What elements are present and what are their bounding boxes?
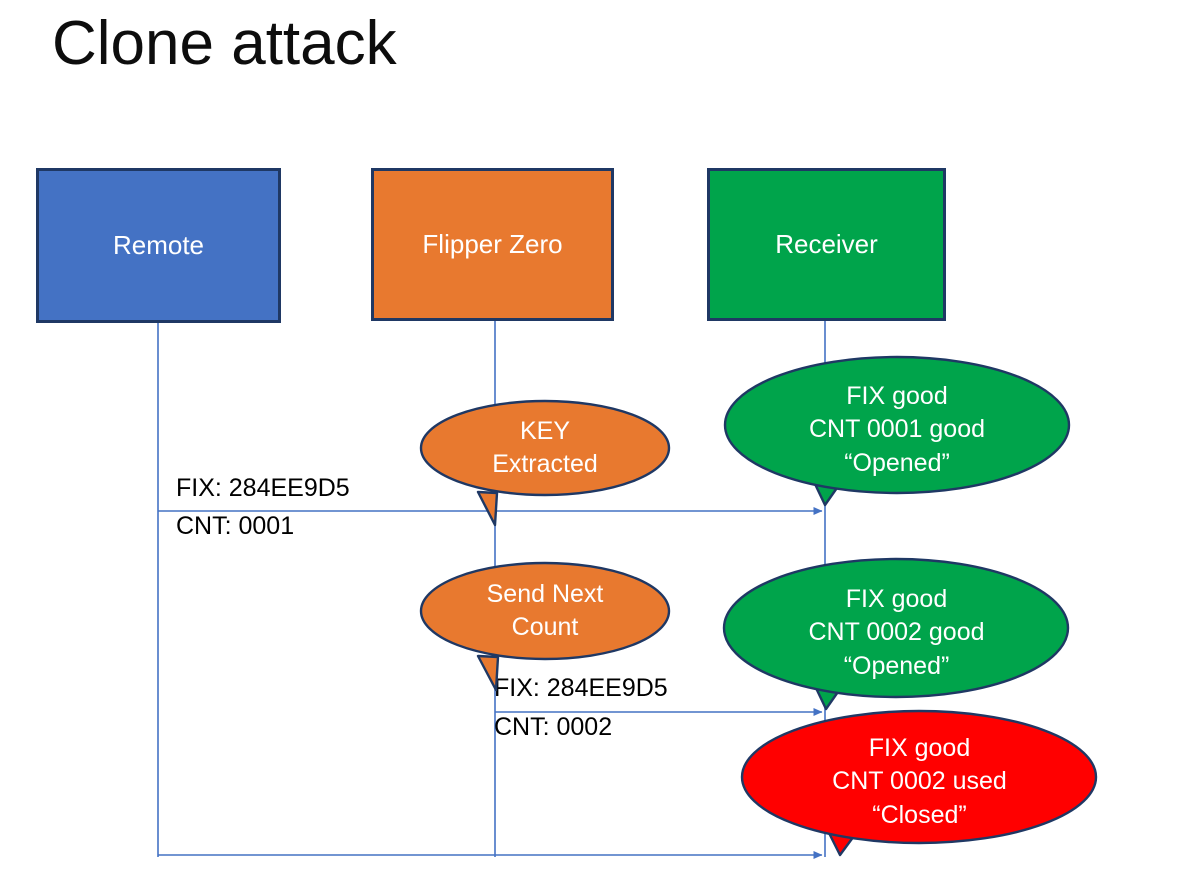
message-label-cnt-1: CNT: 0001 <box>176 512 295 540</box>
actor-box-flipper-zero[interactable]: Flipper Zero <box>371 168 614 321</box>
actor-label-receiver: Receiver <box>775 228 878 259</box>
actor-label-remote: Remote <box>112 229 205 260</box>
actor-label-flipper-zero: Flipper Zero <box>422 228 563 259</box>
message-label-cnt-2: CNT: 0002 <box>494 713 613 741</box>
message-label-fix-2: FIX: 284EE9D5 <box>494 674 668 702</box>
message-label-fix-1: FIX: 284EE9D5 <box>176 474 350 502</box>
page-title: Clone attack <box>52 9 397 78</box>
actor-box-remote[interactable]: Remote <box>36 168 281 323</box>
actor-box-receiver[interactable]: Receiver <box>707 168 946 321</box>
